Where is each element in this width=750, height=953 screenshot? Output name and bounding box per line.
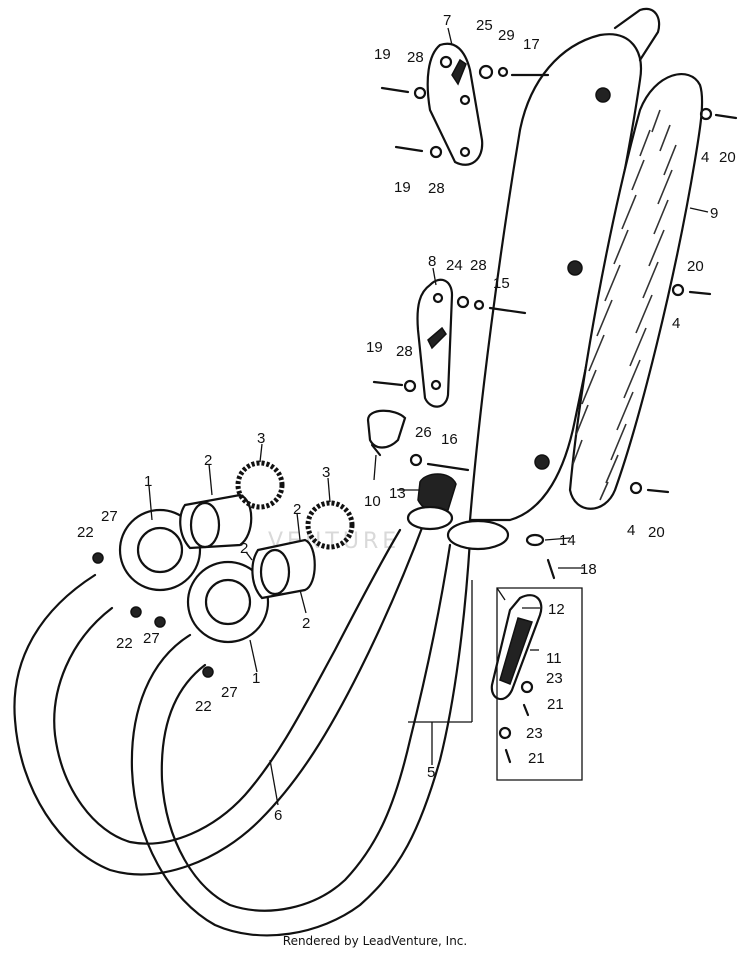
callout-20: 20 (687, 258, 704, 275)
callout-21: 21 (528, 750, 545, 767)
callout-3: 3 (322, 464, 330, 481)
callout-27: 27 (221, 684, 238, 701)
fasteners (372, 64, 738, 764)
callout-20: 20 (719, 149, 736, 166)
callout-2: 2 (293, 501, 301, 518)
callout-15: 15 (493, 275, 510, 292)
callout-22: 22 (195, 698, 212, 715)
callout-labels: 1 1 2 2 2 2 3 3 4 4 4 5 6 7 8 9 10 11 12… (77, 12, 736, 824)
callout-1: 1 (252, 670, 260, 687)
callout-28: 28 (428, 180, 445, 197)
callout-19: 19 (394, 179, 411, 196)
callout-28: 28 (470, 257, 487, 274)
callout-2: 2 (240, 540, 248, 557)
heat-shield (568, 73, 704, 510)
callout-11: 11 (546, 650, 562, 667)
credit-footer: Rendered by LeadVenture, Inc. (282, 934, 468, 948)
clamp-10 (366, 409, 407, 457)
callout-6: 6 (274, 807, 282, 824)
callout-20: 20 (648, 524, 665, 541)
gaskets (235, 460, 355, 550)
muffler-bracket-lower (416, 278, 454, 408)
callout-23: 23 (546, 670, 563, 687)
joint-clamps (406, 505, 510, 551)
callout-29: 29 (498, 27, 515, 44)
muffler-bracket-upper (426, 42, 484, 166)
callout-28: 28 (396, 343, 413, 360)
callout-21: 21 (547, 696, 564, 713)
callout-10: 10 (364, 493, 381, 510)
callout-9: 9 (710, 205, 718, 222)
callout-22: 22 (116, 635, 133, 652)
callout-1: 1 (144, 473, 152, 490)
flange-lower (154, 560, 270, 678)
callout-19: 19 (366, 339, 383, 356)
callout-5: 5 (427, 764, 435, 781)
callout-28: 28 (407, 49, 424, 66)
collars (179, 493, 316, 600)
callout-8: 8 (428, 253, 436, 270)
callout-14: 14 (559, 532, 576, 549)
callout-2: 2 (302, 615, 310, 632)
exhaust-pipe-left (13, 518, 427, 876)
callout-16: 16 (441, 431, 458, 448)
callout-17: 17 (523, 36, 540, 53)
callout-27: 27 (143, 630, 160, 647)
callout-27: 27 (101, 508, 118, 525)
gasket-13 (417, 473, 457, 513)
callout-3: 3 (257, 430, 265, 447)
exhaust-pipe-right (130, 538, 472, 937)
callout-12: 12 (548, 601, 565, 618)
callout-2: 2 (204, 452, 212, 469)
muffler (468, 7, 661, 522)
callout-25: 25 (476, 17, 493, 34)
callout-23: 23 (526, 725, 543, 742)
callout-24: 24 (446, 257, 463, 274)
stay-plate (490, 594, 543, 701)
callout-22: 22 (77, 524, 94, 541)
callout-4: 4 (701, 149, 709, 166)
callout-13: 13 (389, 485, 406, 502)
leader-lines (148, 27, 709, 806)
callout-18: 18 (580, 561, 597, 578)
muffler-mount-hole-mid (567, 260, 583, 276)
callout-19: 19 (374, 46, 391, 63)
muffler-mount-hole-top (595, 87, 611, 103)
callout-4: 4 (627, 522, 635, 539)
callout-7: 7 (443, 12, 451, 29)
callout-4: 4 (672, 315, 680, 332)
muffler-mount-hole-low (534, 454, 550, 470)
callout-26: 26 (415, 424, 432, 441)
